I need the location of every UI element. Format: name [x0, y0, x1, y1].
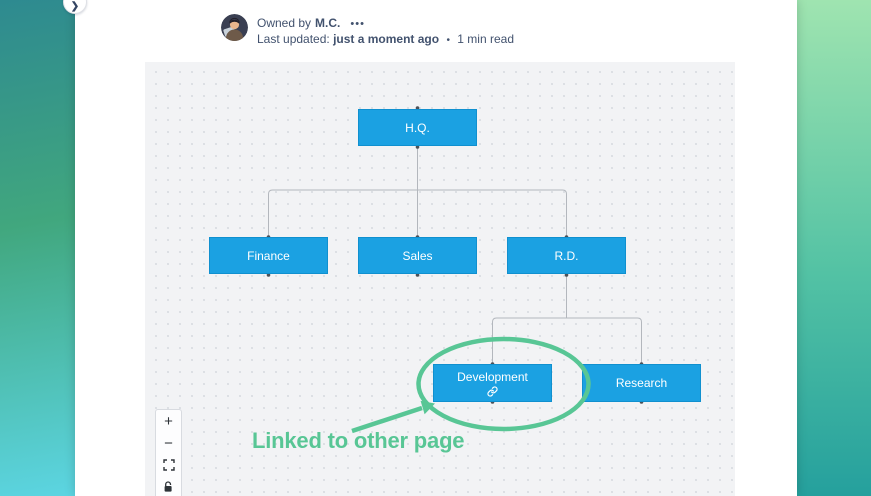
diagram-node-development[interactable]: Development: [433, 364, 552, 402]
fit-screen-button[interactable]: [156, 454, 181, 476]
last-updated-label: Last updated:: [257, 32, 330, 46]
plus-icon: +: [164, 412, 173, 430]
avatar-portrait: [221, 14, 248, 41]
owned-by-label: Owned by: [257, 16, 312, 30]
byline-text: Owned by M.C. ••• Last updated: just a m…: [257, 14, 514, 48]
byline: Owned by M.C. ••• Last updated: just a m…: [221, 14, 514, 48]
annotation-label: Linked to other page: [252, 428, 465, 453]
last-updated-value: just a moment ago: [333, 32, 440, 46]
background-gradient-right: [797, 0, 871, 496]
more-actions-button[interactable]: •••: [348, 17, 367, 30]
diagram-canvas[interactable]: H.Q. Finance Sales R.D. Development Rese…: [145, 62, 735, 496]
node-label: Sales: [402, 248, 433, 263]
read-time: 1 min read: [457, 32, 514, 46]
lock-icon: [164, 481, 172, 492]
minus-icon: −: [164, 434, 173, 452]
ellipsis-icon: •••: [350, 17, 365, 30]
diagram-node-research[interactable]: Research: [582, 364, 701, 402]
lock-button[interactable]: [156, 476, 181, 496]
annotation-arrow-head: [420, 400, 435, 415]
node-label: R.D.: [554, 248, 579, 263]
node-label: H.Q.: [405, 120, 430, 135]
node-label: Development: [457, 369, 528, 384]
zoom-toolbar: + −: [155, 409, 182, 496]
zoom-in-button[interactable]: +: [156, 410, 181, 432]
background-gradient-left: [0, 0, 75, 496]
node-label: Research: [615, 376, 668, 390]
diagram-node-rd[interactable]: R.D.: [507, 237, 626, 274]
dot-separator: •: [446, 35, 450, 46]
diagram-node-sales[interactable]: Sales: [358, 237, 477, 274]
avatar[interactable]: [221, 14, 248, 41]
diagram-node-hq[interactable]: H.Q.: [358, 109, 477, 146]
content-page: ❯ Owned by M.C. •••: [63, 0, 797, 496]
chevron-right-icon: ❯: [70, 0, 80, 12]
link-icon: [487, 385, 498, 397]
node-label: Finance: [247, 248, 290, 263]
diagram-node-finance[interactable]: Finance: [209, 237, 328, 274]
fullscreen-icon: [162, 459, 175, 471]
zoom-out-button[interactable]: −: [156, 432, 181, 454]
owner-link[interactable]: M.C.: [315, 16, 341, 30]
